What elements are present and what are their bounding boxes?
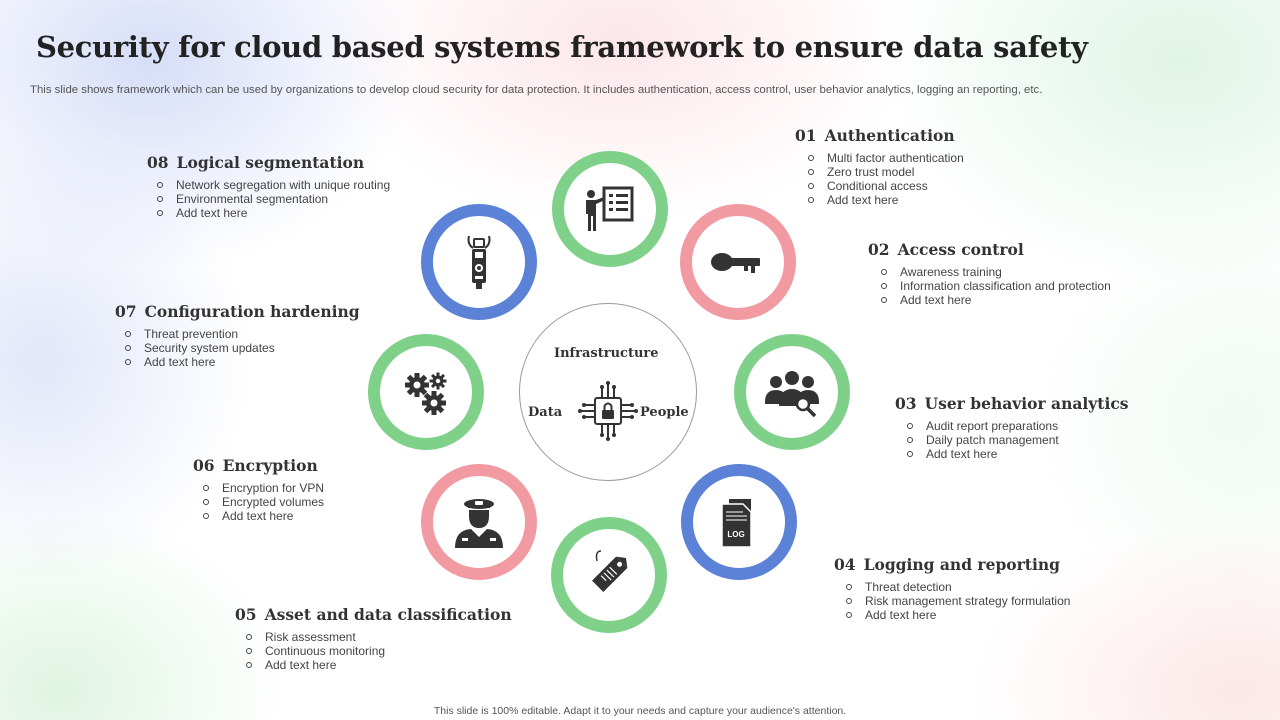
bullet-item: Risk management strategy formulation: [846, 594, 1091, 608]
center-label-infrastructure: Infrastructure: [554, 346, 659, 361]
ring-asset-and-data-classification: [551, 517, 667, 633]
step-asset-and-data-classification: 05 Asset and data classification Risk ass…: [235, 605, 512, 672]
step-bullet-list: Encryption for VPN Encrypted volumes Add…: [193, 481, 324, 523]
bullet-item: Encrypted volumes: [203, 495, 347, 509]
step-bullet-list: Risk assessment Continuous monitoring Ad…: [235, 630, 512, 672]
bullet-item: Security system updates: [125, 341, 389, 355]
svg-text:LOG: LOG: [727, 530, 744, 539]
footer-note: This slide is 100% editable. Adapt it to…: [433, 705, 847, 717]
step-heading: 08 Logical segmentation: [147, 153, 364, 172]
bullet-item: Add text here: [203, 509, 347, 523]
tag-icon: [592, 550, 628, 592]
bullet-item: Threat detection: [846, 580, 1091, 594]
ring-access-control: [680, 204, 796, 320]
bullet-item: Add text here: [907, 447, 1160, 461]
step-heading: 01 Authentication: [795, 126, 955, 145]
bullet-item: Continuous monitoring: [246, 644, 542, 658]
presentation-board-icon: [586, 186, 634, 231]
step-logical-segmentation: 08 Logical segmentation Network segregati…: [147, 153, 390, 220]
step-authentication: 01 Authentication Multi factor authentica…: [795, 126, 964, 207]
bullet-item: Conditional access: [808, 179, 987, 193]
bullet-item: Encryption for VPN: [203, 481, 347, 495]
step-title: Logging and reporting: [863, 555, 1060, 574]
bullet-item: Network segregation with unique routing: [156, 178, 393, 192]
step-configuration-hardening: 07 Configuration hardening Threat prevent…: [115, 302, 360, 369]
bullet-item: Audit report preparations: [907, 419, 1160, 433]
bullet-item: Zero trust model: [808, 165, 987, 179]
center-hub: Infrastructure Data People: [519, 303, 697, 481]
bullet-item: Threat prevention: [125, 327, 389, 341]
step-title: Asset and data classification: [264, 605, 512, 624]
bullet-item: Daily patch management: [907, 433, 1160, 447]
bullet-item: Environmental segmentation: [156, 192, 393, 206]
step-heading: 04 Logging and reporting: [834, 555, 1060, 574]
usb-device-icon: [467, 235, 491, 289]
step-title: User behavior analytics: [924, 394, 1129, 413]
bullet-item: Information classification and protectio…: [881, 279, 1111, 293]
bullet-item: Add text here: [846, 608, 1091, 622]
bullet-item: Add text here: [881, 293, 1111, 307]
bullet-item: Multi factor authentication: [808, 151, 987, 165]
step-number: 05: [235, 605, 257, 624]
center-label-data: Data: [528, 405, 563, 420]
step-number: 01: [795, 126, 817, 145]
step-bullet-list: Multi factor authentication Zero trust m…: [795, 151, 964, 207]
step-heading: 02 Access control: [868, 240, 1079, 259]
ring-logging-and-reporting: LOG: [681, 464, 797, 580]
bullet-item: Awareness training: [881, 265, 1111, 279]
step-bullet-list: Audit report preparations Daily patch ma…: [895, 419, 1129, 461]
bullet-item: Add text here: [125, 355, 389, 369]
step-title: Logical segmentation: [176, 153, 365, 172]
page-title: Security for cloud based systems framewo…: [36, 30, 1088, 64]
step-title: Encryption: [222, 456, 318, 475]
step-heading: 07 Configuration hardening: [115, 302, 360, 321]
step-bullet-list: Threat prevention Security system update…: [115, 327, 360, 369]
ring-logical-segmentation: [421, 204, 537, 320]
step-user-behavior-analytics: 03 User behavior analytics Audit report p…: [895, 394, 1129, 461]
bullet-item: Risk assessment: [246, 630, 542, 644]
key-icon: [711, 253, 760, 273]
ring-encryption: [421, 464, 537, 580]
log-document-icon: LOG: [721, 499, 752, 548]
step-bullet-list: Network segregation with unique routing …: [147, 178, 390, 220]
chip-lock-icon: [578, 381, 638, 441]
user-group-search-icon: [765, 371, 819, 418]
step-bullet-list: Threat detection Risk management strateg…: [834, 580, 1070, 622]
step-number: 02: [868, 240, 890, 259]
step-heading: 05 Asset and data classification: [235, 605, 512, 624]
step-number: 04: [834, 555, 856, 574]
gears-icon: [405, 372, 447, 415]
step-title: Configuration hardening: [144, 302, 360, 321]
step-title: Authentication: [824, 126, 955, 145]
step-heading: 03 User behavior analytics: [895, 394, 1129, 413]
ring-authentication: [552, 151, 668, 267]
step-number: 07: [115, 302, 137, 321]
bullet-item: Add text here: [156, 206, 393, 220]
ring-user-behavior-analytics: [734, 334, 850, 450]
step-number: 06: [193, 456, 215, 475]
step-logging-and-reporting: 04 Logging and reporting Threat detection…: [834, 555, 1070, 622]
bullet-item: Add text here: [808, 193, 987, 207]
page-subtitle: This slide shows framework which can be …: [30, 84, 1043, 96]
step-heading: 06 Encryption: [193, 456, 318, 475]
security-guard-icon: [455, 499, 503, 548]
step-bullet-list: Awareness training Information classific…: [868, 265, 1111, 307]
step-number: 08: [147, 153, 169, 172]
bullet-item: Add text here: [246, 658, 542, 672]
step-access-control: 02 Access control Awareness training Info…: [868, 240, 1111, 307]
center-label-people: People: [640, 405, 689, 420]
step-title: Access control: [897, 240, 1024, 259]
step-encryption: 06 Encryption Encryption for VPN Encrypte…: [193, 456, 324, 523]
step-number: 03: [895, 394, 917, 413]
